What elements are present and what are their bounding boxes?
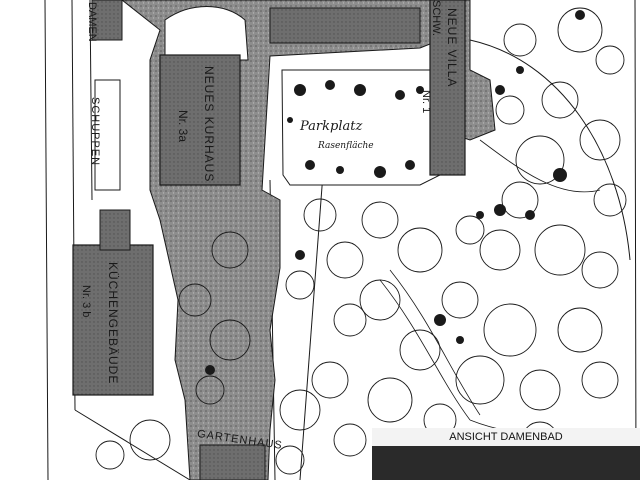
building-neue-villa xyxy=(429,0,466,176)
label-rasenflaeche: Rasenfläche xyxy=(318,141,374,151)
label-damen: DAMEN xyxy=(86,2,98,42)
building-kuechengebaeude-annex xyxy=(99,209,131,251)
building-kuechengebaeude xyxy=(72,244,154,396)
shrub-clusters xyxy=(205,10,585,375)
label-neues-kurhaus: NEUES KURHAUS xyxy=(202,66,216,183)
photo-inset-title: ANSICHT DAMENBAD xyxy=(372,428,640,446)
label-neue-villa-nr: Nr. 1 xyxy=(420,90,432,114)
photo-inset: ANSICHT DAMENBAD xyxy=(372,428,640,480)
label-schuppen: SCHUPPEN xyxy=(89,97,101,167)
label-schw: SCHW. xyxy=(430,0,442,37)
building-schuppen xyxy=(94,79,121,191)
label-neues-kurhaus-nr: Nr. 3a xyxy=(176,110,190,143)
label-kuechengebaeude-nr: Nr. 3 b xyxy=(80,285,92,318)
label-parkplatz: Parkplatz xyxy=(300,119,363,134)
courtyard-north xyxy=(164,6,249,61)
building-damen xyxy=(91,0,123,41)
label-kuechengebaeude: KÜCHENGEBÄUDE xyxy=(106,262,120,385)
building-north-row xyxy=(269,7,421,44)
building-neues-kurhaus xyxy=(159,54,241,186)
building-gartenhaus xyxy=(199,444,266,480)
label-neue-villa: NEUE VILLA xyxy=(445,8,459,88)
